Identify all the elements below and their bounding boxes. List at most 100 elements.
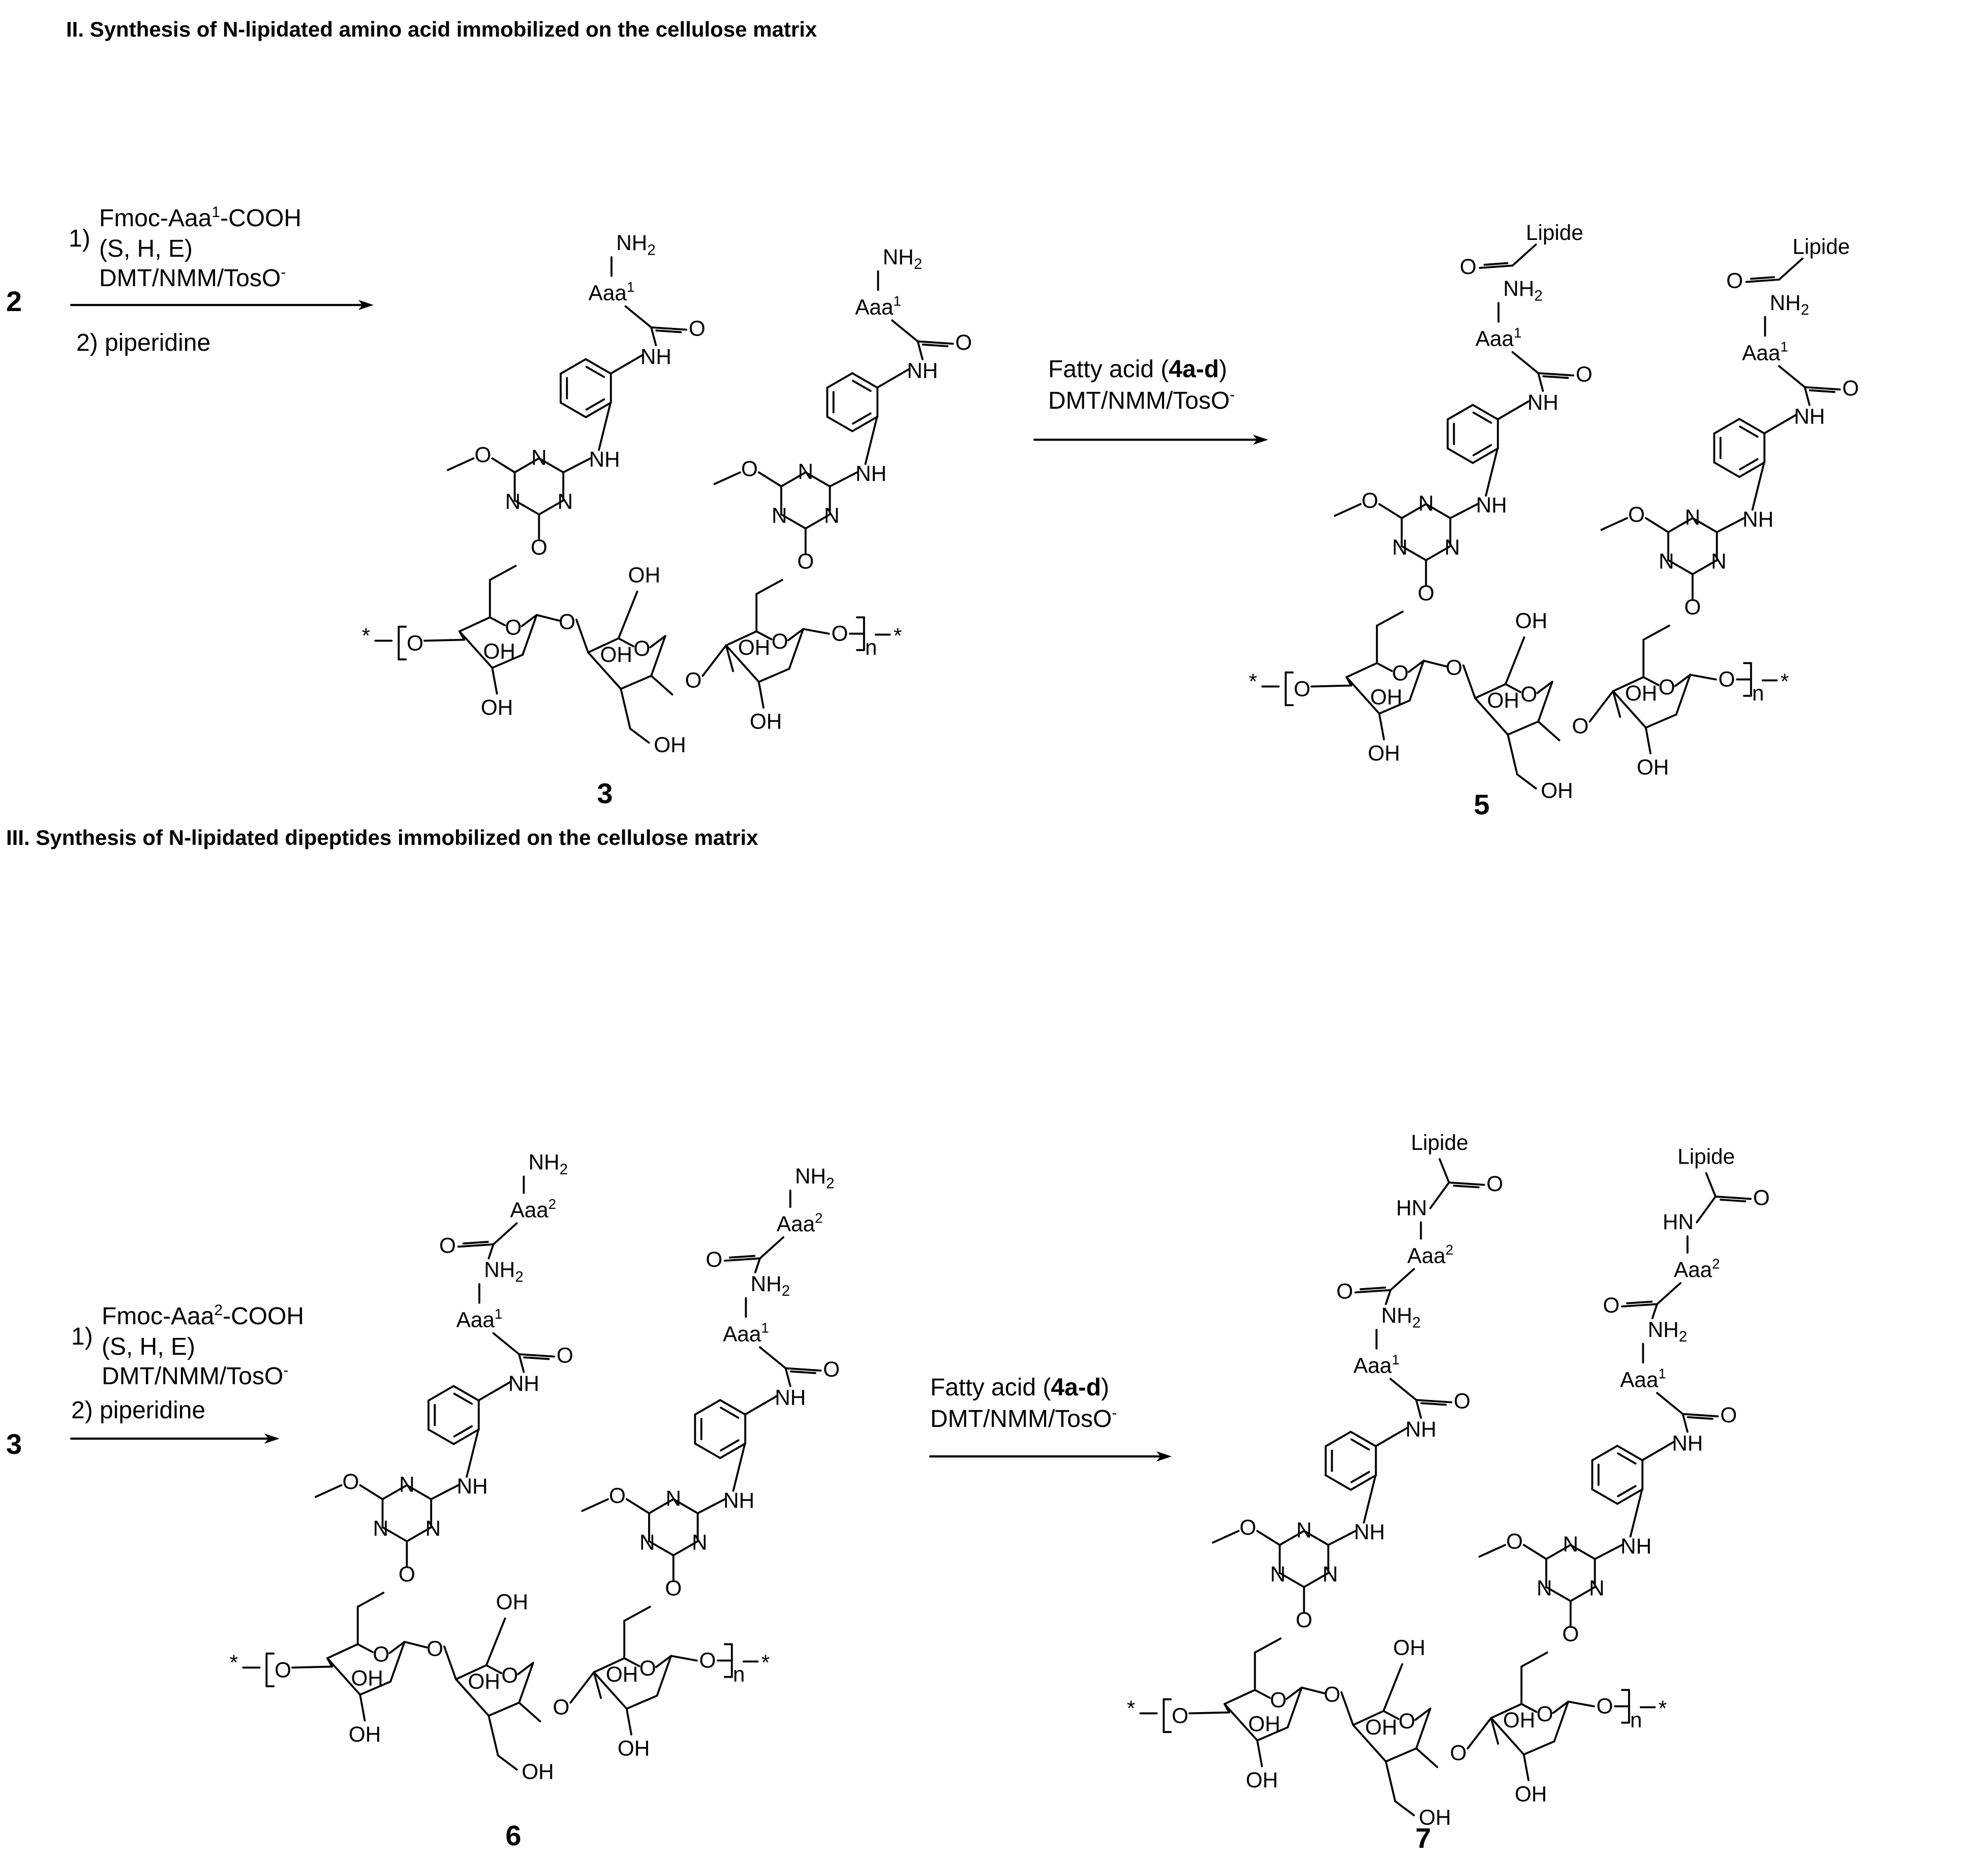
bond [670, 1655, 698, 1662]
benzene-bond [826, 372, 853, 389]
carbonyl-oxygen-2: O [1603, 1293, 1619, 1317]
bond [326, 1657, 333, 1668]
benzene-bond [1350, 1474, 1377, 1491]
triazine-bond [381, 1484, 408, 1501]
benzene-inner [453, 1392, 473, 1405]
benzene-bond [1591, 1445, 1618, 1461]
triazine-n: N [1270, 1562, 1286, 1586]
bond [1516, 773, 1537, 789]
protecting-conditions: (S, H, E) [99, 235, 193, 262]
compound-7-label: 7 [1415, 1822, 1431, 1854]
triazine-n: N [1711, 550, 1727, 573]
bond [518, 1353, 525, 1373]
bond [725, 644, 735, 673]
bond [1681, 1413, 1689, 1433]
benzene-inner [852, 412, 872, 425]
repeat-n: n [1630, 1708, 1642, 1732]
lipid-carbonyl-oxygen: O [1486, 1172, 1503, 1196]
residue-aaa1: Aaa1 [1476, 325, 1522, 351]
bond [1552, 1700, 1570, 1714]
compound-3-label: 3 [597, 777, 613, 809]
bond [593, 1671, 602, 1699]
bond [492, 1222, 518, 1245]
hydroxyl: OH [468, 1669, 500, 1693]
triazine-bond [1278, 1572, 1305, 1588]
arrow-head [1156, 1451, 1172, 1461]
benzene-bond [719, 1442, 747, 1459]
benzene-bond [1447, 404, 1474, 421]
bond [1439, 1158, 1450, 1184]
amine-nh: NH [457, 1474, 488, 1498]
step-1-number: 1) [69, 225, 90, 252]
hydroxyl: OH [750, 709, 782, 733]
bond [1415, 1747, 1439, 1769]
bond [326, 1643, 359, 1659]
bond [1507, 720, 1540, 736]
fatty-acid-reagent: Fatty acid (4a-d) [1048, 356, 1227, 383]
double-bond [1681, 1413, 1719, 1418]
carbonyl-oxygen: O [955, 330, 972, 354]
triazine-bond [1667, 559, 1694, 575]
benzene-bond [560, 402, 587, 418]
repeat-n: n [733, 1662, 745, 1686]
bond [1389, 1268, 1415, 1291]
benzene-inner [852, 380, 872, 392]
bond [1408, 659, 1425, 673]
triazine-bond [1400, 545, 1427, 561]
bond [1504, 636, 1525, 685]
reagent-fmoc-aaa: Fmoc-Aaa2-COOH [102, 1302, 304, 1330]
bond [562, 457, 592, 474]
bond [1474, 683, 1507, 699]
ring-oxygen: O [373, 1642, 389, 1666]
triazine-n: N [1296, 1518, 1312, 1542]
double-bond [1354, 1289, 1392, 1294]
triazine-bond [1691, 517, 1718, 533]
benzene-inner [1472, 411, 1492, 424]
bond [1345, 676, 1381, 715]
amine-nh: NH [1354, 1520, 1385, 1544]
reaction-arrow-step1 [70, 300, 374, 310]
section-iii-title: III. Synthesis of N-lipidated dipeptides… [6, 826, 758, 849]
glycosidic-oxygen: O [1450, 1741, 1467, 1764]
bond [1485, 447, 1499, 497]
residue-aaa2: Aaa2 [777, 1210, 823, 1236]
glycosidic-oxygen: O [685, 668, 702, 692]
bond [802, 628, 830, 635]
hydroxyl: OH [606, 1662, 638, 1686]
residue-aaa1: Aaa1 [855, 293, 901, 319]
step-2-piperidine: 2) piperidine [71, 1397, 205, 1424]
polymer-star-right: * [1659, 1696, 1667, 1720]
benzene-bond [694, 1442, 721, 1459]
double-bond [784, 1367, 822, 1372]
bond [1256, 1726, 1289, 1742]
bond [1600, 517, 1628, 531]
residue-aaa2: Aaa2 [1674, 1256, 1720, 1282]
bond [754, 1257, 761, 1273]
triazine-n: N [1659, 550, 1674, 573]
triazine-bond [1425, 545, 1452, 561]
bond [609, 354, 643, 375]
hydroxyl: OH [1419, 1805, 1451, 1829]
amine-nh: NH [1476, 493, 1507, 517]
bond [1394, 1800, 1415, 1816]
terminal-nh2: NH2 [883, 245, 923, 272]
ring-oxygen: O [1659, 675, 1675, 699]
bond [891, 319, 919, 343]
coupling-activator: DMT/NMM/TosO- [1048, 386, 1235, 414]
bond [1644, 726, 1651, 754]
bond [1536, 681, 1553, 694]
hydroxyl: OH [1515, 1782, 1547, 1806]
bond [1378, 699, 1411, 715]
benzene-bond [1713, 461, 1740, 478]
bond [650, 675, 674, 696]
hydroxyl: OH [481, 695, 513, 719]
bond [1382, 1710, 1400, 1720]
hydroxyl: OH [618, 1736, 650, 1760]
polymer-star-left: * [230, 1651, 238, 1674]
bond [1567, 1700, 1595, 1708]
bond [1327, 1530, 1357, 1546]
residue-aaa1: Aaa1 [723, 1320, 769, 1346]
benzene-bond [1738, 418, 1766, 435]
double-bond [1803, 386, 1841, 391]
